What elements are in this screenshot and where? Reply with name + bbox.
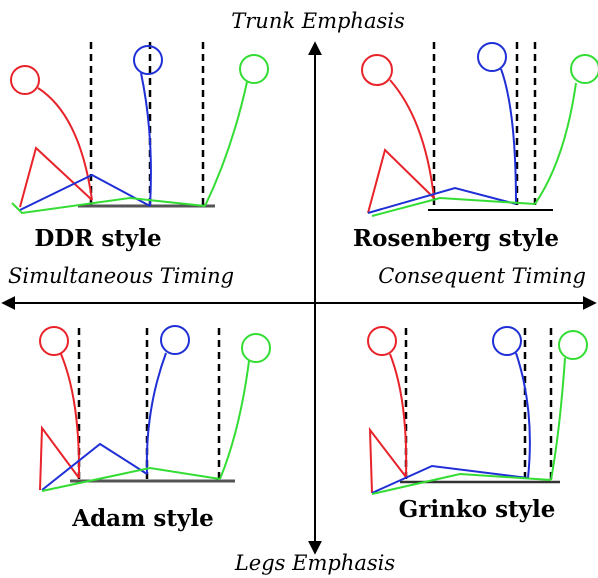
- green-figure: [11, 54, 269, 215]
- quadrant-ddr-style: DDR style: [10, 42, 269, 252]
- quadrant-rosenberg-style: Rosenberg style: [353, 42, 598, 252]
- style-label: Adam style: [71, 505, 213, 532]
- axis-label-right: Consequent Timing: [378, 264, 586, 288]
- quadrant-grinko-style: Grinko style: [367, 326, 588, 523]
- blue-figure: [367, 42, 517, 214]
- red-figure: [10, 65, 93, 208]
- blue-figure: [371, 326, 531, 494]
- phase-marker-lines: [77, 328, 221, 480]
- axis-label-top: Trunk Emphasis: [231, 9, 405, 33]
- blue-figure: [19, 45, 163, 211]
- phase-marker-lines: [404, 328, 553, 482]
- style-label: Rosenberg style: [353, 225, 559, 252]
- red-figure: [367, 326, 408, 494]
- green-figure: [41, 333, 271, 492]
- phase-marker-lines: [89, 42, 205, 205]
- green-figure: [371, 54, 598, 217]
- axis-label-bottom: Legs Emphasis: [234, 551, 395, 575]
- green-figure: [371, 330, 588, 495]
- style-label: Grinko style: [399, 496, 556, 523]
- axis-label-left: Simultaneous Timing: [8, 264, 234, 288]
- red-figure: [361, 54, 435, 214]
- blue-figure: [41, 325, 190, 491]
- style-label: DDR style: [34, 225, 161, 252]
- quadrant-adam-style: Adam style: [39, 325, 271, 532]
- phase-marker-lines: [432, 42, 537, 210]
